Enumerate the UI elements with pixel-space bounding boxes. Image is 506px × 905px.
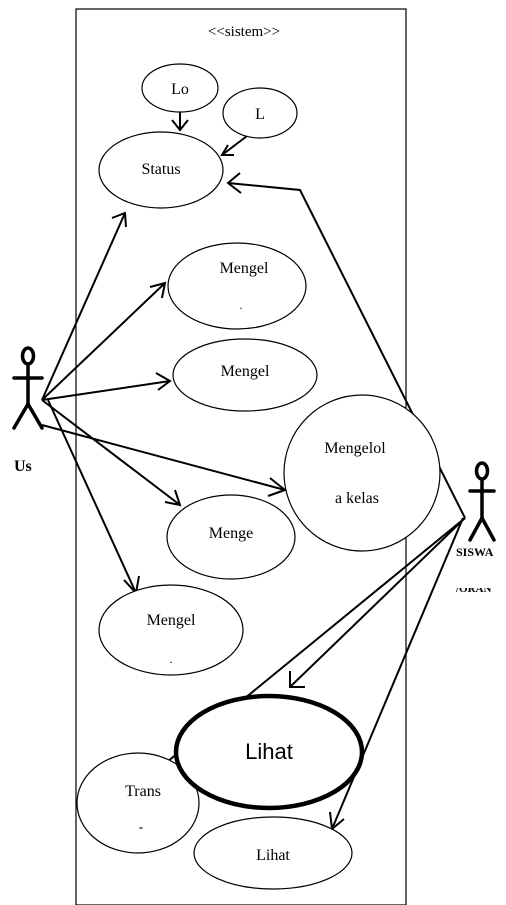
use-case-lihat-main-label: Lihat bbox=[245, 739, 293, 764]
assoc-us-status bbox=[41, 212, 126, 401]
actor-us-head bbox=[20, 346, 36, 366]
arrowhead-us-status bbox=[111, 211, 127, 228]
include-arrowhead-l bbox=[220, 144, 234, 156]
include-arrowhead-lo bbox=[171, 119, 189, 132]
use-case-l-label: L bbox=[255, 106, 265, 123]
use-case-lihat-main[interactable] bbox=[173, 693, 365, 811]
use-case-trans-label: Trans bbox=[125, 783, 161, 800]
use-case-lihat-small-label: Lihat bbox=[256, 847, 290, 864]
use-case-trans[interactable] bbox=[76, 752, 200, 854]
use-case-mengelola-kelas-label-1: Mengelol bbox=[324, 440, 386, 457]
arrowhead-us-menge bbox=[164, 489, 182, 507]
assoc-siswa-lihat-main bbox=[289, 517, 466, 688]
use-case-menge-label: Menge bbox=[209, 525, 253, 542]
assoc-us-mengel-3 bbox=[47, 399, 137, 594]
use-case-mengel-3-sublabel: . bbox=[170, 652, 173, 666]
actor-us-label: Us bbox=[14, 458, 32, 475]
system-label: <<sistem>> bbox=[208, 24, 280, 40]
actor-siswa-left-leg bbox=[468, 516, 484, 542]
use-case-mengel-3[interactable] bbox=[98, 584, 244, 676]
use-case-lihat-small[interactable] bbox=[193, 816, 353, 890]
assoc-us-mengel-2 bbox=[41, 380, 171, 401]
use-case-mengelola-kelas-label-2: a kelas bbox=[335, 490, 379, 507]
use-case-mengel-1[interactable] bbox=[167, 242, 307, 330]
use-case-mengel-2-label: Mengel bbox=[221, 363, 270, 380]
assoc-siswa-status bbox=[227, 182, 466, 519]
use-case-status[interactable] bbox=[98, 131, 224, 209]
actor-siswa-icon[interactable] bbox=[468, 461, 496, 542]
include-line-l bbox=[221, 135, 248, 156]
use-case-mengel-1-sublabel: . bbox=[240, 298, 243, 312]
arrowhead-siswa-lihat-main bbox=[289, 671, 305, 688]
use-case-mengel-1-label: Mengel bbox=[220, 260, 269, 277]
arrowhead-siswa-lihat-small bbox=[329, 811, 345, 831]
label-clip-mask bbox=[452, 583, 506, 588]
assoc-us-menge bbox=[41, 399, 181, 506]
actor-siswa-head bbox=[474, 461, 490, 481]
associations bbox=[41, 111, 466, 831]
actor-siswa-label: SISWA bbox=[456, 545, 494, 559]
arrowhead-us-mengel-2 bbox=[155, 372, 172, 391]
assoc-siswa-lihat-small bbox=[331, 517, 464, 830]
use-case-status-label: Status bbox=[141, 161, 180, 178]
arrowhead-us-mengel-1 bbox=[149, 281, 167, 299]
assoc-us-mengelola-kelas bbox=[41, 424, 286, 491]
use-case-l[interactable] bbox=[222, 87, 298, 139]
use-case-lo-label: Lo bbox=[171, 81, 189, 98]
arrowhead-siswa-status bbox=[226, 172, 242, 194]
actor-us-left-leg bbox=[12, 402, 30, 430]
use-case-mengel-3-label: Mengel bbox=[147, 612, 196, 629]
actor-us-right-leg bbox=[26, 402, 44, 430]
assoc-us-mengel-1 bbox=[41, 282, 166, 401]
use-case-mengel-2[interactable] bbox=[172, 338, 318, 412]
actor-siswa-right-leg bbox=[480, 516, 496, 542]
use-case-trans-sublabel: - bbox=[139, 820, 144, 835]
use-case-menge[interactable] bbox=[166, 494, 296, 580]
use-case-lo[interactable] bbox=[141, 63, 219, 113]
arrowhead-us-mengelola-kelas bbox=[267, 477, 288, 497]
use-case-mengelola-kelas[interactable] bbox=[283, 394, 441, 552]
actor-us-icon[interactable] bbox=[12, 346, 44, 430]
